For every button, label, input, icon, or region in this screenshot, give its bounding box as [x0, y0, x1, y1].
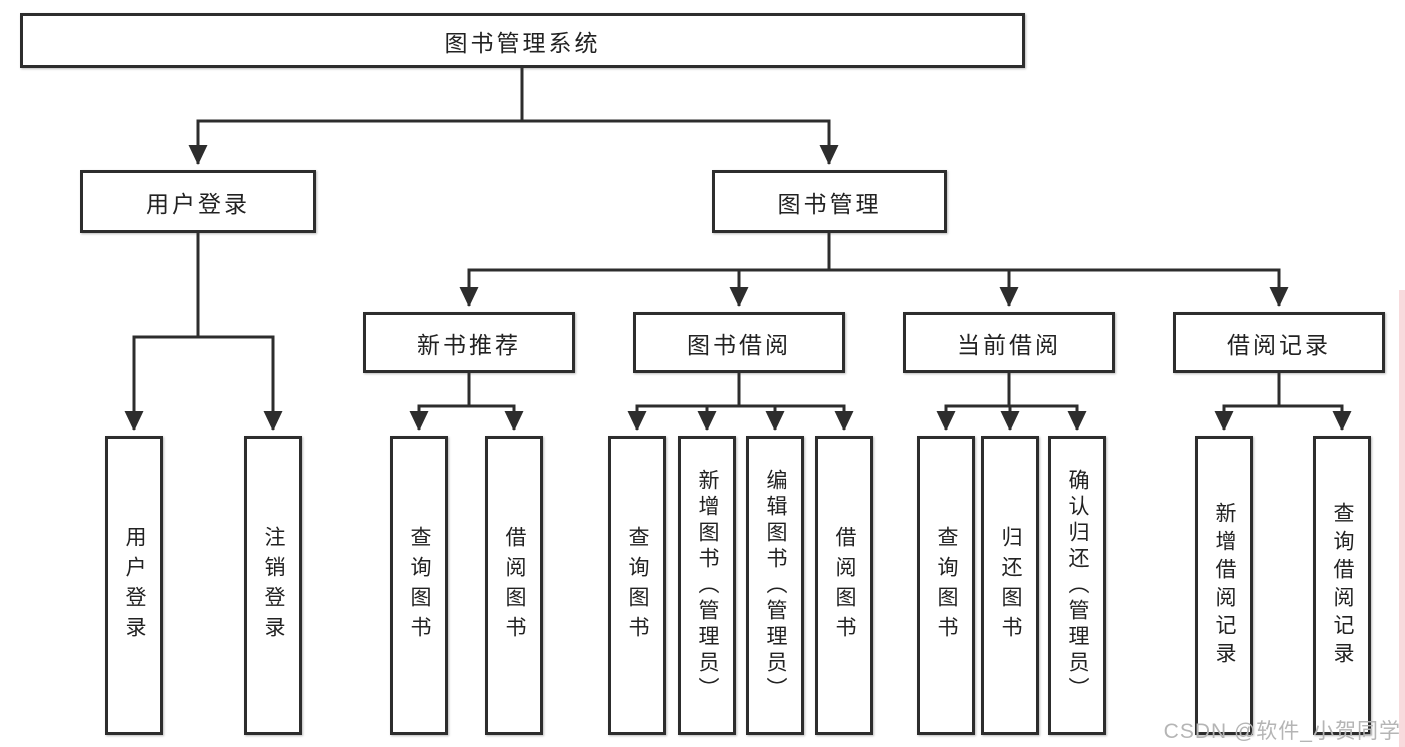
right-edge-strip	[1399, 290, 1405, 747]
leaf-add-book-admin: 新增图书（管理员）	[678, 436, 736, 735]
node-book-borrowing: 图书借阅	[633, 312, 845, 373]
leaf-query-books-current: 查询图书	[917, 436, 975, 735]
leaf-logout: 注销登录	[244, 436, 302, 735]
leaf-add-borrow-record: 新增借阅记录	[1195, 436, 1253, 735]
node-new-book-recommendation: 新书推荐	[363, 312, 575, 373]
node-library-management-system: 图书管理系统	[20, 13, 1025, 68]
leaf-confirm-return-admin: 确认归还（管理员）	[1048, 436, 1106, 735]
leaf-borrow-books-recommend: 借阅图书	[485, 436, 543, 735]
node-borrowing-records: 借阅记录	[1173, 312, 1385, 373]
leaf-borrow-books-borrowing: 借阅图书	[815, 436, 873, 735]
leaf-query-books-borrowing: 查询图书	[608, 436, 666, 735]
leaf-return-book: 归还图书	[981, 436, 1039, 735]
leaf-query-books-recommend: 查询图书	[390, 436, 448, 735]
leaf-edit-book-admin: 编辑图书（管理员）	[746, 436, 804, 735]
leaf-user-login: 用户登录	[105, 436, 163, 735]
leaf-query-borrow-record: 查询借阅记录	[1313, 436, 1371, 735]
node-book-management: 图书管理	[712, 170, 947, 233]
node-current-borrowing: 当前借阅	[903, 312, 1115, 373]
node-user-login: 用户登录	[80, 170, 316, 233]
csdn-watermark: CSDN @软件_小贺同学	[1163, 720, 1401, 743]
